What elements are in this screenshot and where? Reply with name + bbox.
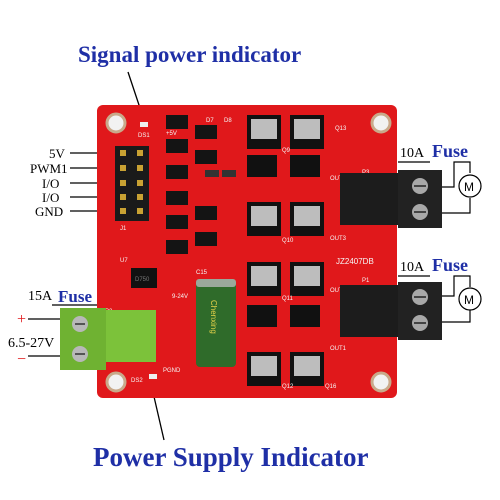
- output2-fuse-label: Fuse: [432, 255, 468, 275]
- signal-led: [140, 122, 148, 127]
- motor1-terminal: [340, 170, 442, 228]
- pin-label-pwm1: PWM1: [30, 161, 68, 176]
- svg-text:OUT3: OUT3: [330, 236, 347, 242]
- electrolytic-capacitor: Chenxing: [196, 279, 236, 367]
- output1-current-label: 10A: [400, 146, 425, 161]
- voltage-regulator: [131, 268, 157, 288]
- svg-text:JZ2407DB: JZ2407DB: [336, 257, 374, 266]
- svg-text:PGND: PGND: [163, 368, 181, 374]
- motor1-wiring: [398, 161, 482, 214]
- svg-text:OUT2: OUT2: [330, 288, 347, 294]
- svg-text:Q9: Q9: [282, 148, 291, 154]
- svg-text:DS1: DS1: [138, 133, 150, 139]
- svg-text:U7: U7: [120, 258, 128, 264]
- supply-minus-label: −: [17, 351, 27, 368]
- svg-text:D8: D8: [224, 118, 232, 124]
- supply-plus-label: +: [17, 311, 27, 328]
- pin-header: [115, 146, 149, 221]
- svg-text:C15: C15: [196, 270, 208, 276]
- svg-text:D750: D750: [135, 277, 150, 283]
- power-supply-indicator-label: Power Supply Indicator: [93, 442, 369, 472]
- pin-label-5v: 5V: [49, 146, 65, 161]
- pin-label-gnd: GND: [35, 204, 64, 219]
- supply-voltage-label: 6.5-27V: [8, 336, 55, 351]
- svg-text:DS2: DS2: [131, 378, 143, 384]
- smd-diodes: [205, 170, 236, 177]
- svg-text:OUT4: OUT4: [330, 176, 347, 182]
- svg-text:Chenxing: Chenxing: [209, 300, 218, 334]
- svg-text:Q10: Q10: [282, 238, 294, 244]
- supply-terminal: [60, 308, 156, 370]
- svg-text:9-24V: 9-24V: [172, 294, 188, 300]
- svg-text:OUT1: OUT1: [330, 346, 347, 352]
- svg-text:Q16: Q16: [325, 384, 337, 390]
- svg-text:J1: J1: [120, 226, 127, 232]
- mosfets: [247, 115, 324, 386]
- motor2-terminal: [340, 282, 442, 340]
- pin-label-io-2: I/O: [42, 190, 60, 205]
- svg-text:Q11: Q11: [282, 296, 294, 302]
- svg-text:Q13: Q13: [335, 126, 347, 132]
- output2-current-label: 10A: [400, 260, 425, 275]
- svg-text:+5V: +5V: [166, 131, 177, 137]
- output1-fuse-label: Fuse: [432, 141, 468, 161]
- mounting-holes: [105, 112, 392, 393]
- motor2-wiring: [398, 275, 482, 323]
- power-led: [149, 374, 157, 379]
- supply-fuse-label: Fuse: [58, 287, 92, 306]
- motor2-symbol: M: [464, 293, 474, 307]
- pin-label-io-1: I/O: [42, 176, 60, 191]
- supply-current-label: 15A: [28, 289, 53, 304]
- motor1-symbol: M: [464, 180, 474, 194]
- svg-text:Q12: Q12: [282, 384, 294, 390]
- driver-ics: [166, 115, 217, 254]
- signal-power-indicator-label: Signal power indicator: [78, 42, 302, 67]
- svg-text:P1: P1: [362, 278, 370, 284]
- svg-text:D7: D7: [206, 118, 214, 124]
